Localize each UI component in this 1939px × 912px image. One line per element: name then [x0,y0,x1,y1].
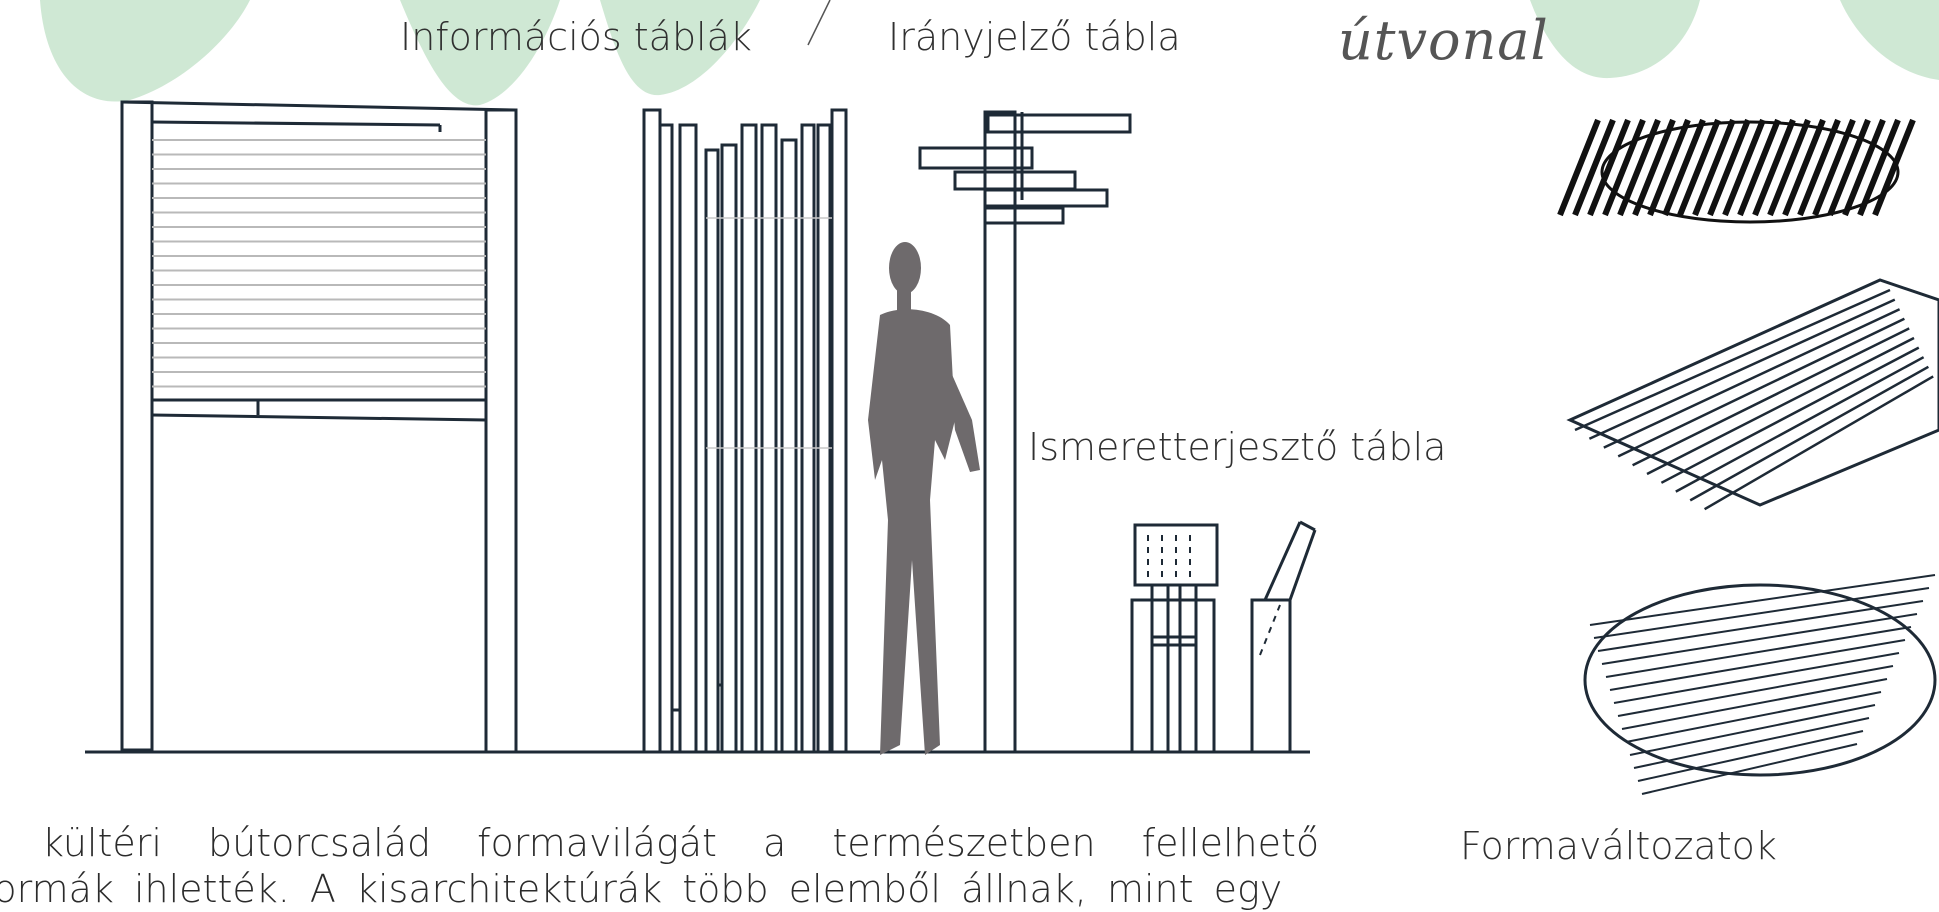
variant-slat [1842,118,1886,217]
variant-slat [1737,118,1781,217]
direction-board-drawing [918,110,1132,754]
leaf-stem [807,0,831,46]
leaf-shape-4 [1530,0,1700,79]
leaf-shape-1 [40,0,250,102]
variant-slat [1677,118,1721,217]
form-variant-top [1557,118,1916,224]
variant-slat [1617,118,1661,217]
educational-board-label: Ismeretterjesztő tábla [1028,425,1447,469]
information-board-slats [152,139,486,388]
variant-slat [1782,118,1826,217]
variant-slat [1589,574,1936,626]
leaf-decorations [40,0,1939,106]
educational-board-dashes [1147,535,1281,656]
human-silhouette [868,242,980,755]
form-variant-top-slats [1557,118,1916,217]
leaf-shape-3 [600,0,760,96]
form-variant-middle [1566,278,1939,511]
variant-slat [1574,288,1891,432]
variant-slat [1646,336,1915,476]
leaf-shape-5 [1840,0,1939,80]
variant-slat [1632,327,1910,467]
variant-slat [1609,639,1906,691]
variant-slat [1812,118,1856,217]
description-line-2: formák ihlették. A kisarchitektúrák több… [0,867,1283,911]
leaf-shape-2 [400,0,560,106]
variant-slat [1632,118,1676,217]
direction-board-label: Irányjelző tábla [888,15,1181,59]
variant-slat [1689,365,1930,502]
variant-slat [1617,317,1905,458]
variant-slat [1593,587,1930,639]
slat-board-drawing [642,108,848,754]
variant-slat [1605,626,1912,678]
information-boards-label: Információs táblák [400,15,752,59]
form-variant-bottom-slats [1589,574,1936,795]
variant-slat [1767,118,1811,217]
route-label: útvonal [1338,9,1549,72]
variant-slat [1675,356,1925,493]
form-variant-bottom [1583,574,1937,795]
variant-slat [1707,118,1751,217]
variant-slat [1752,118,1796,217]
description-paragraph: kültéri bútorcsalád formavilágát a termé… [0,820,1320,912]
form-variants-label: Formaváltozatok [1460,824,1777,868]
variant-slat [1637,730,1864,782]
variant-slat [1587,118,1631,217]
variant-slat [1625,691,1882,743]
form-variant-middle-slats [1574,288,1934,511]
information-board-drawing [120,100,518,754]
variant-slat [1572,118,1616,217]
variant-slat [1827,118,1871,217]
variant-slat [1613,652,1900,704]
educational-board-drawing [1130,520,1317,754]
variant-slat [1621,678,1888,730]
variant-slat [1603,308,1901,449]
variant-slat [1660,346,1920,484]
variant-slat [1692,118,1736,217]
variant-slat [1703,375,1934,511]
variant-slat [1662,118,1706,217]
variant-slat [1722,118,1766,217]
variant-slat [1633,717,1870,769]
description-line-1: kültéri bútorcsalád formavilágát a termé… [42,821,1320,865]
variant-slat [1557,118,1601,217]
variant-slat [1872,118,1916,217]
variant-slat [1617,665,1894,717]
variant-slat [1629,704,1876,756]
slat-board-panel [706,217,832,449]
variant-slat [1601,613,1918,665]
variant-slat [1641,743,1858,795]
variant-slat [1797,118,1841,217]
variant-slat [1647,118,1691,217]
variant-slat [1602,118,1646,217]
variant-slat [1588,298,1896,440]
variant-slat [1597,600,1924,652]
variant-slat [1857,118,1901,217]
